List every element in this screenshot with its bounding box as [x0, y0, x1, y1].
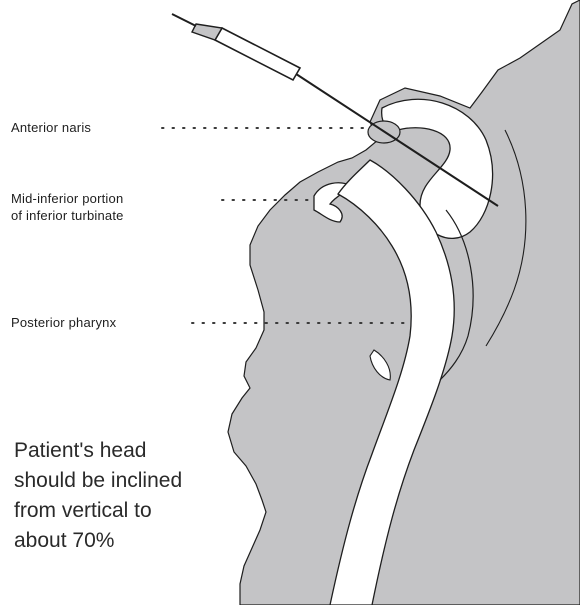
head-silhouette	[228, 0, 580, 605]
label-anterior-naris: Anterior naris	[11, 119, 91, 136]
label-posterior-pharynx: Posterior pharynx	[11, 314, 116, 331]
note-line-4: about 70%	[14, 526, 274, 556]
label-turbinate-line1: Mid-inferior portion	[11, 190, 123, 207]
swab-tube	[215, 28, 300, 80]
note-line-2: should be inclined	[14, 466, 274, 496]
note-line-3: from vertical to	[14, 496, 274, 526]
note-line-1: Patient's head	[14, 436, 274, 466]
head-inclination-note: Patient's head should be inclined from v…	[14, 436, 274, 556]
label-turbinate-line2: of inferior turbinate	[11, 207, 124, 224]
